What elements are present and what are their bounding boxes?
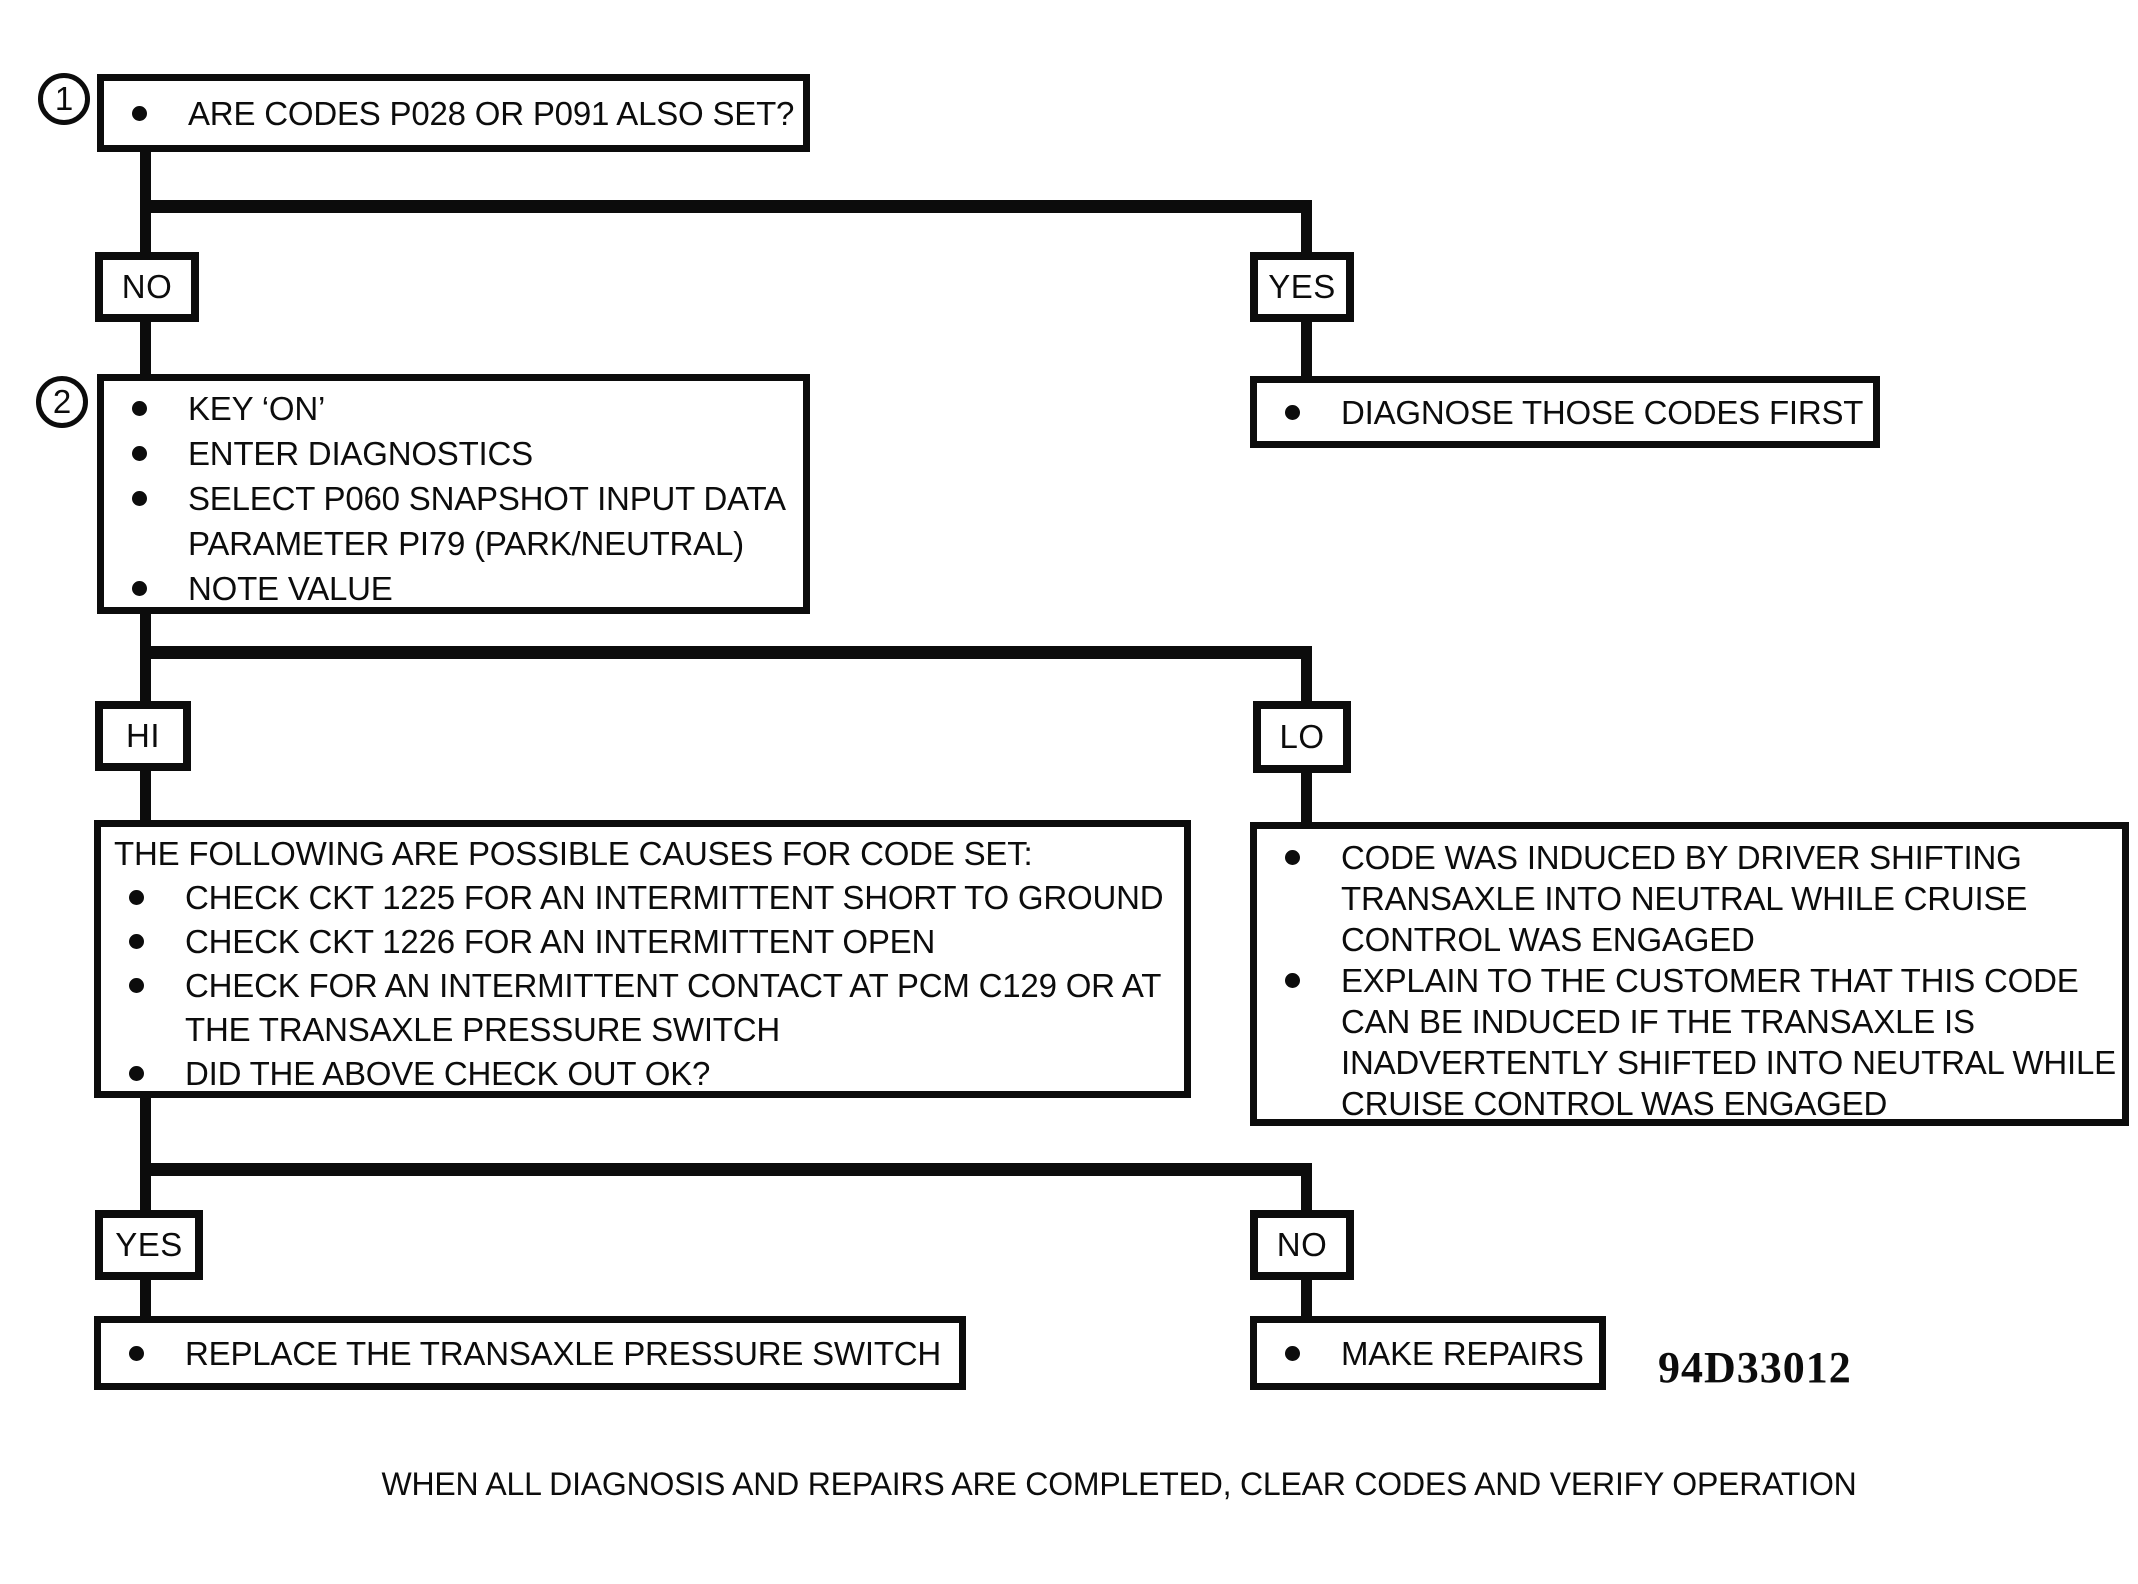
connector-v-lo-causes <box>1301 770 1312 825</box>
bullet-icon <box>1285 404 1300 420</box>
branch2-hi-box: HI <box>95 701 191 771</box>
bullet-icon <box>132 491 147 506</box>
hi-causes-item: CHECK CKT 1226 FOR AN INTERMITTENT OPEN <box>185 923 936 960</box>
diagnose-text: DIAGNOSE THOSE CODES FIRST <box>1341 393 1864 431</box>
connector-v-branch1-yes <box>1301 200 1312 254</box>
hi-causes-box: THE FOLLOWING ARE POSSIBLE CAUSES FOR CO… <box>94 820 1191 1098</box>
bullet-icon <box>1285 1345 1300 1361</box>
step1-question: ARE CODES P028 OR P091 ALSO SET? <box>188 94 795 132</box>
connector-v-yes-diagnose <box>1301 319 1312 379</box>
bullet-icon <box>129 934 144 949</box>
repairs-text: MAKE REPAIRS <box>1341 1334 1584 1372</box>
step1-number-circle: 1 <box>38 73 90 125</box>
connector-v-no2-repairs <box>1301 1277 1312 1319</box>
connector-v-branch3-no2 <box>1301 1163 1312 1211</box>
lo-causes-item: EXPLAIN TO THE CUSTOMER THAT THIS CODE C… <box>1341 962 2116 1122</box>
bullet-icon <box>1285 850 1300 865</box>
bullet-icon <box>129 890 144 905</box>
bullet-icon <box>129 1066 144 1081</box>
bullet-icon <box>132 446 147 461</box>
connector-v-causes-yes2 <box>140 1092 151 1212</box>
diagnose-box: DIAGNOSE THOSE CODES FIRST <box>1250 376 1880 448</box>
step2-item: KEY ‘ON’ <box>188 390 326 427</box>
footer-note: WHEN ALL DIAGNOSIS AND REPAIRS ARE COMPL… <box>381 1466 1857 1502</box>
hi-causes-header: THE FOLLOWING ARE POSSIBLE CAUSES FOR CO… <box>114 835 1033 872</box>
step2-item: SELECT P060 SNAPSHOT INPUT DATA PARAMETE… <box>188 480 784 562</box>
branch1-yes-label: YES <box>1268 268 1336 305</box>
step2-box: KEY ‘ON’ ENTER DIAGNOSTICS SELECT P060 S… <box>97 374 810 614</box>
bullet-icon <box>132 581 147 596</box>
bullet-icon <box>132 105 147 121</box>
branch3-yes-label: YES <box>115 1226 183 1263</box>
connector-v-hi-causes <box>140 767 151 823</box>
step1-number: 1 <box>54 80 74 117</box>
lo-causes-item: CODE WAS INDUCED BY DRIVER SHIFTING TRAN… <box>1341 839 2028 958</box>
branch3-yes-box: YES <box>95 1210 203 1280</box>
branch1-no-box: NO <box>95 252 199 322</box>
branch2-hi-label: HI <box>126 717 160 754</box>
step1-box: ARE CODES P028 OR P091 ALSO SET? <box>97 74 810 152</box>
connector-v-yes2-replace <box>140 1277 151 1319</box>
step2-number: 2 <box>52 383 72 420</box>
branch3-no-box: NO <box>1250 1210 1354 1280</box>
replace-text: REPLACE THE TRANSAXLE PRESSURE SWITCH <box>185 1334 942 1372</box>
connector-h-branch1 <box>140 200 1312 213</box>
branch2-lo-box: LO <box>1253 701 1351 773</box>
lo-causes-box: CODE WAS INDUCED BY DRIVER SHIFTING TRAN… <box>1250 822 2129 1126</box>
step2-item: ENTER DIAGNOSTICS <box>188 435 533 472</box>
step2-number-circle: 2 <box>36 376 88 428</box>
repairs-box: MAKE REPAIRS <box>1250 1316 1606 1390</box>
step2-item: NOTE VALUE <box>188 570 393 607</box>
branch1-no-label: NO <box>121 268 173 305</box>
bullet-icon <box>132 401 147 416</box>
hi-causes-item: CHECK FOR AN INTERMITTENT CONTACT AT PCM… <box>185 967 1161 1048</box>
connector-v-no-step2 <box>140 319 151 377</box>
branch3-no-label: NO <box>1276 1226 1328 1263</box>
branch2-lo-label: LO <box>1279 718 1325 755</box>
connector-v-branch2-lo <box>1301 646 1312 703</box>
connector-h-branch3 <box>140 1163 1312 1176</box>
replace-box: REPLACE THE TRANSAXLE PRESSURE SWITCH <box>94 1316 966 1390</box>
hi-causes-item: DID THE ABOVE CHECK OUT OK? <box>185 1055 711 1092</box>
figure-id: 94D33012 <box>1658 1343 1852 1392</box>
hi-causes-item: CHECK CKT 1225 FOR AN INTERMITTENT SHORT… <box>185 879 1164 916</box>
bullet-icon <box>1285 973 1300 988</box>
connector-h-branch2 <box>140 646 1312 659</box>
bullet-icon <box>129 1345 144 1361</box>
bullet-icon <box>129 978 144 993</box>
branch1-yes-box: YES <box>1250 252 1354 322</box>
